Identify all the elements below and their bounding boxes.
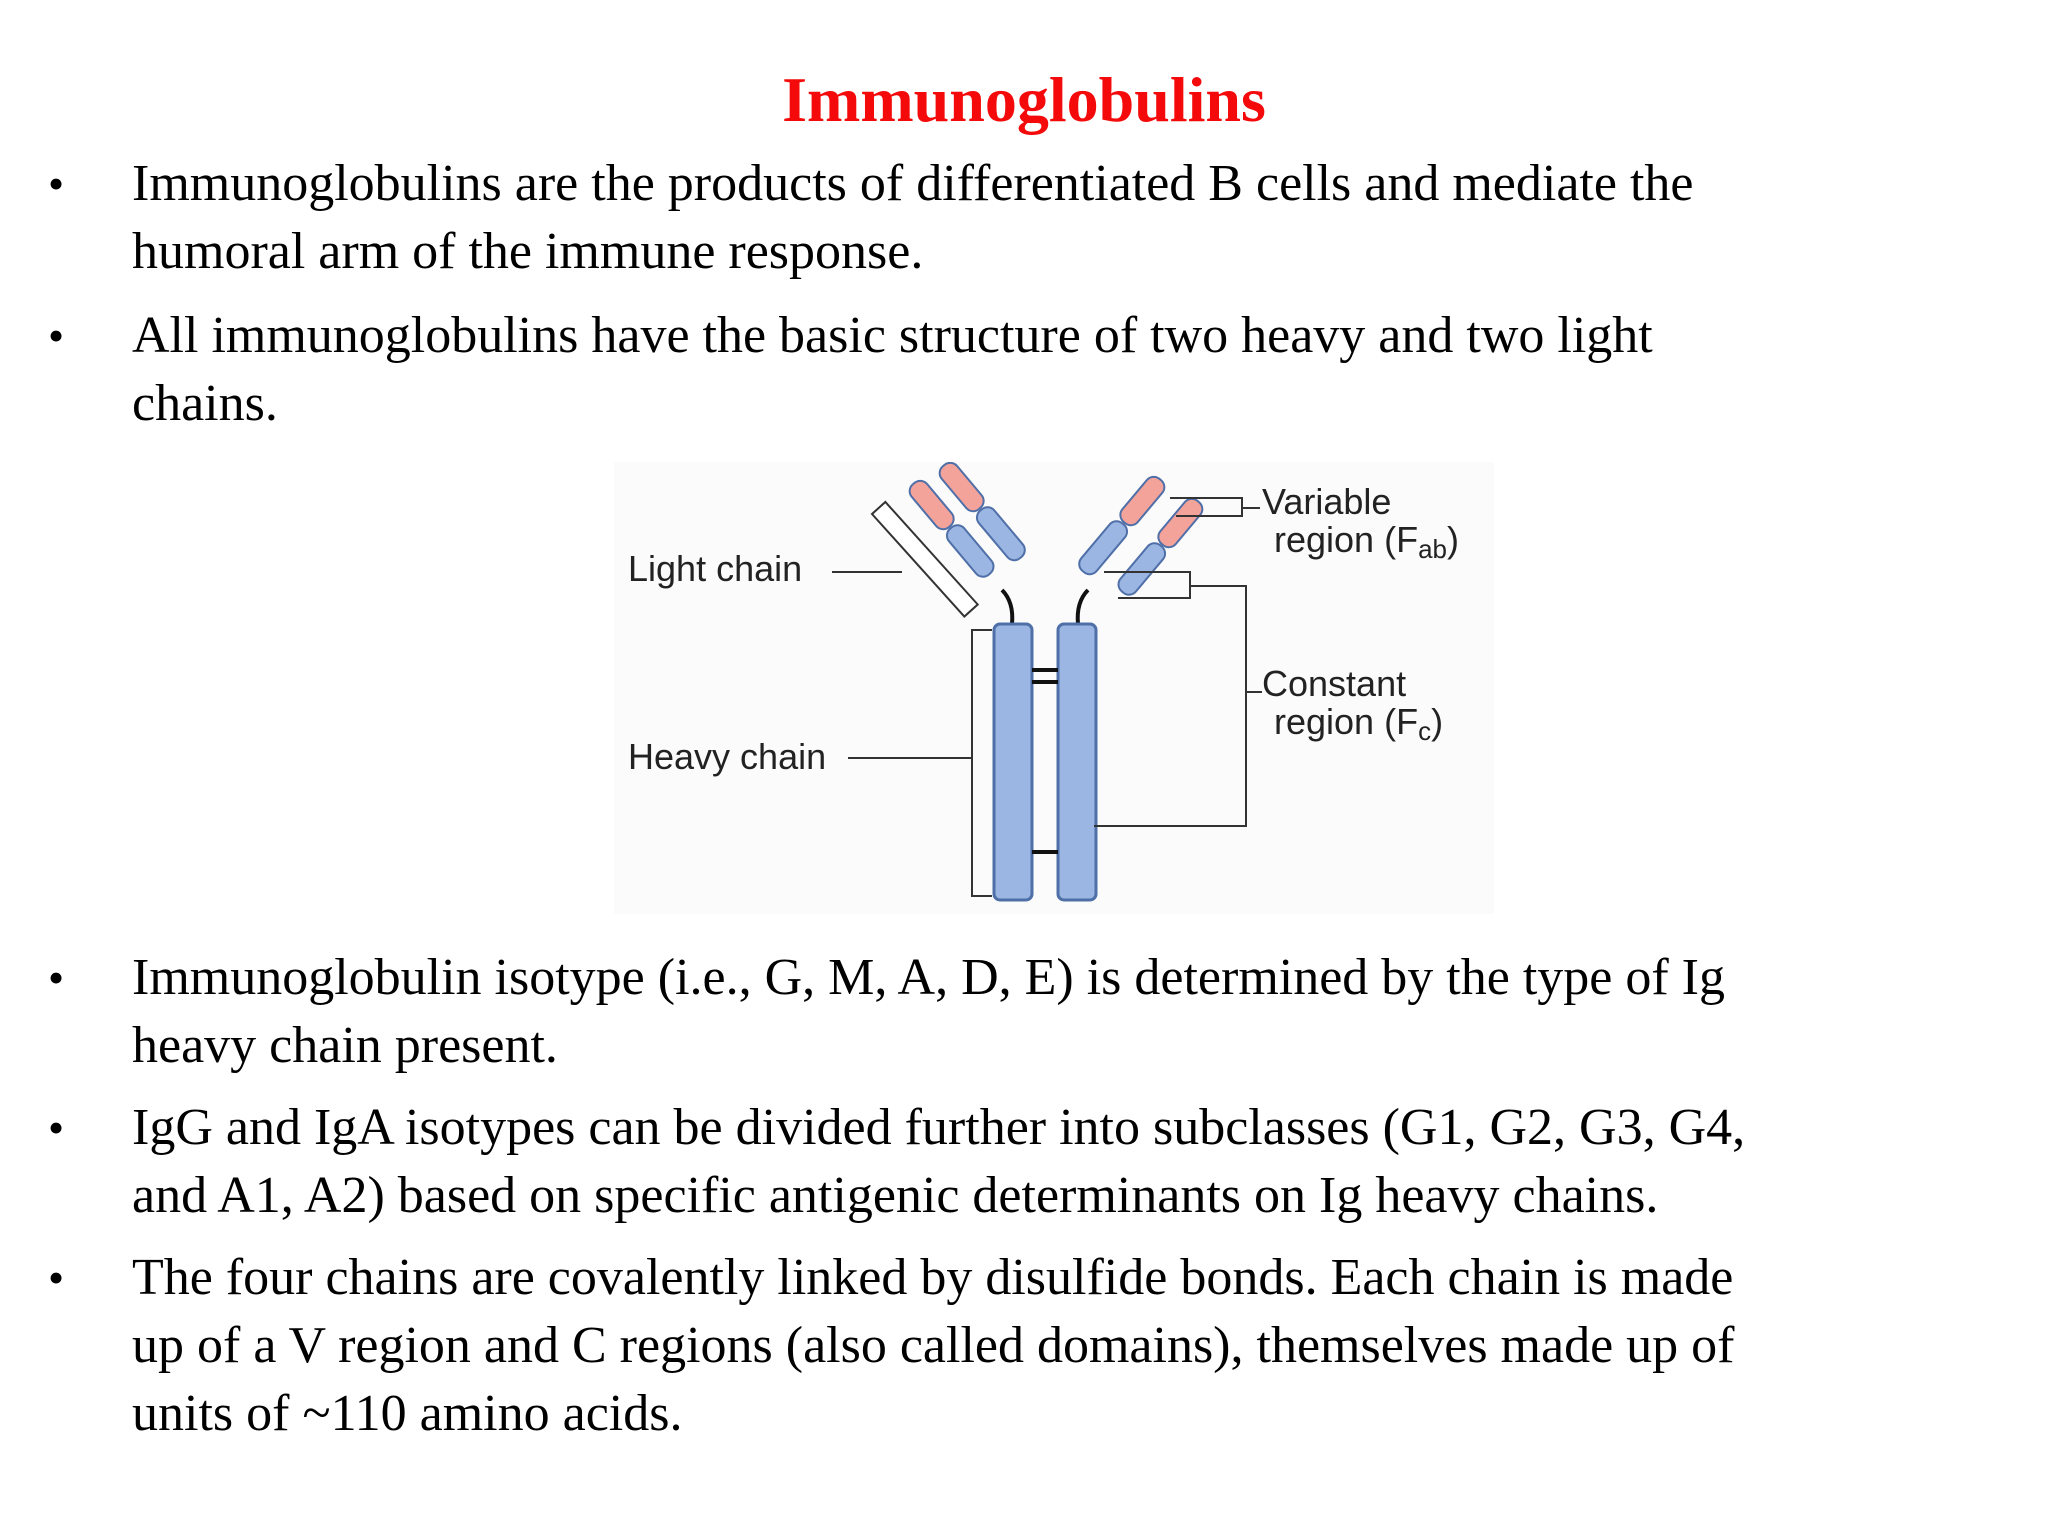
slide-title: Immunoglobulins: [782, 64, 1266, 135]
bullet-text: IgG and IgA isotypes can be divided furt…: [132, 1099, 1746, 1224]
bullet-marker: •: [48, 158, 65, 209]
left-light-constant-domain: [945, 524, 995, 578]
light-chain-outline: [870, 500, 980, 618]
left-heavy-constant-domain: [975, 506, 1026, 562]
variable-region-text: region (F: [1274, 519, 1418, 560]
left-heavy-fab: [938, 462, 1026, 562]
antibody-diagram-svg: Light chain Heavy chain Variable region …: [628, 462, 1459, 902]
constant-region-bracket: [1094, 585, 1247, 827]
bullet-text: The four chains are covalently linked by…: [132, 1249, 1735, 1442]
right-heavy-chain-stem: [1056, 622, 1098, 902]
bullet-text: Immunoglobulin isotype (i.e., G, M, A, D…: [132, 949, 1725, 1074]
constant-region-label-line2: region (Fc): [1274, 701, 1443, 746]
bullet-text: All immunoglobulins have the basic struc…: [132, 307, 1653, 432]
variable-region-paren: ): [1447, 519, 1459, 560]
right-light-constant-domain: [1117, 542, 1167, 596]
constant-region-paren: ): [1431, 701, 1443, 742]
bullet-item: • Immunoglobulin isotype (i.e., G, M, A,…: [48, 944, 1948, 1084]
variable-region-label-line2: region (Fab): [1274, 519, 1459, 564]
bullet-item: • The four chains are covalently linked …: [48, 1244, 1948, 1454]
bullet-marker: •: [48, 952, 65, 1003]
bullet-marker: •: [48, 1252, 65, 1303]
right-heavy-fab: [1078, 475, 1166, 576]
right-heavy-variable-domain: [1119, 475, 1166, 527]
variable-region-label-line1: Variable: [1262, 481, 1391, 522]
left-heavy-variable-domain: [938, 462, 985, 513]
variable-region-subscript: ab: [1418, 534, 1447, 564]
left-light-variable-domain: [908, 479, 955, 531]
light-chain-label: Light chain: [628, 548, 802, 589]
right-light-chain: [1117, 497, 1204, 596]
left-hinge: [1000, 588, 1015, 625]
antibody-diagram: Light chain Heavy chain Variable region …: [614, 462, 1494, 914]
heavy-chain-bracket: [971, 629, 992, 897]
bullet-item: • Immunoglobulins are the products of di…: [48, 150, 1948, 290]
constant-region-label-line1: Constant: [1262, 663, 1406, 704]
constant-region-subscript: c: [1418, 716, 1431, 746]
right-heavy-constant-domain: [1078, 520, 1129, 576]
bullet-item: • IgG and IgA isotypes can be divided fu…: [48, 1094, 1948, 1234]
left-heavy-chain-stem: [992, 622, 1034, 902]
right-hinge: [1075, 588, 1090, 625]
bullet-text: Immunoglobulins are the products of diff…: [132, 155, 1694, 280]
bullet-marker: •: [48, 1102, 65, 1153]
bullet-item: • All immunoglobulins have the basic str…: [48, 302, 1948, 442]
constant-region-text: region (F: [1274, 701, 1418, 742]
bullet-marker: •: [48, 310, 65, 361]
heavy-chain-label: Heavy chain: [628, 736, 826, 777]
right-light-variable-domain: [1157, 497, 1204, 549]
left-light-chain: [908, 479, 995, 578]
